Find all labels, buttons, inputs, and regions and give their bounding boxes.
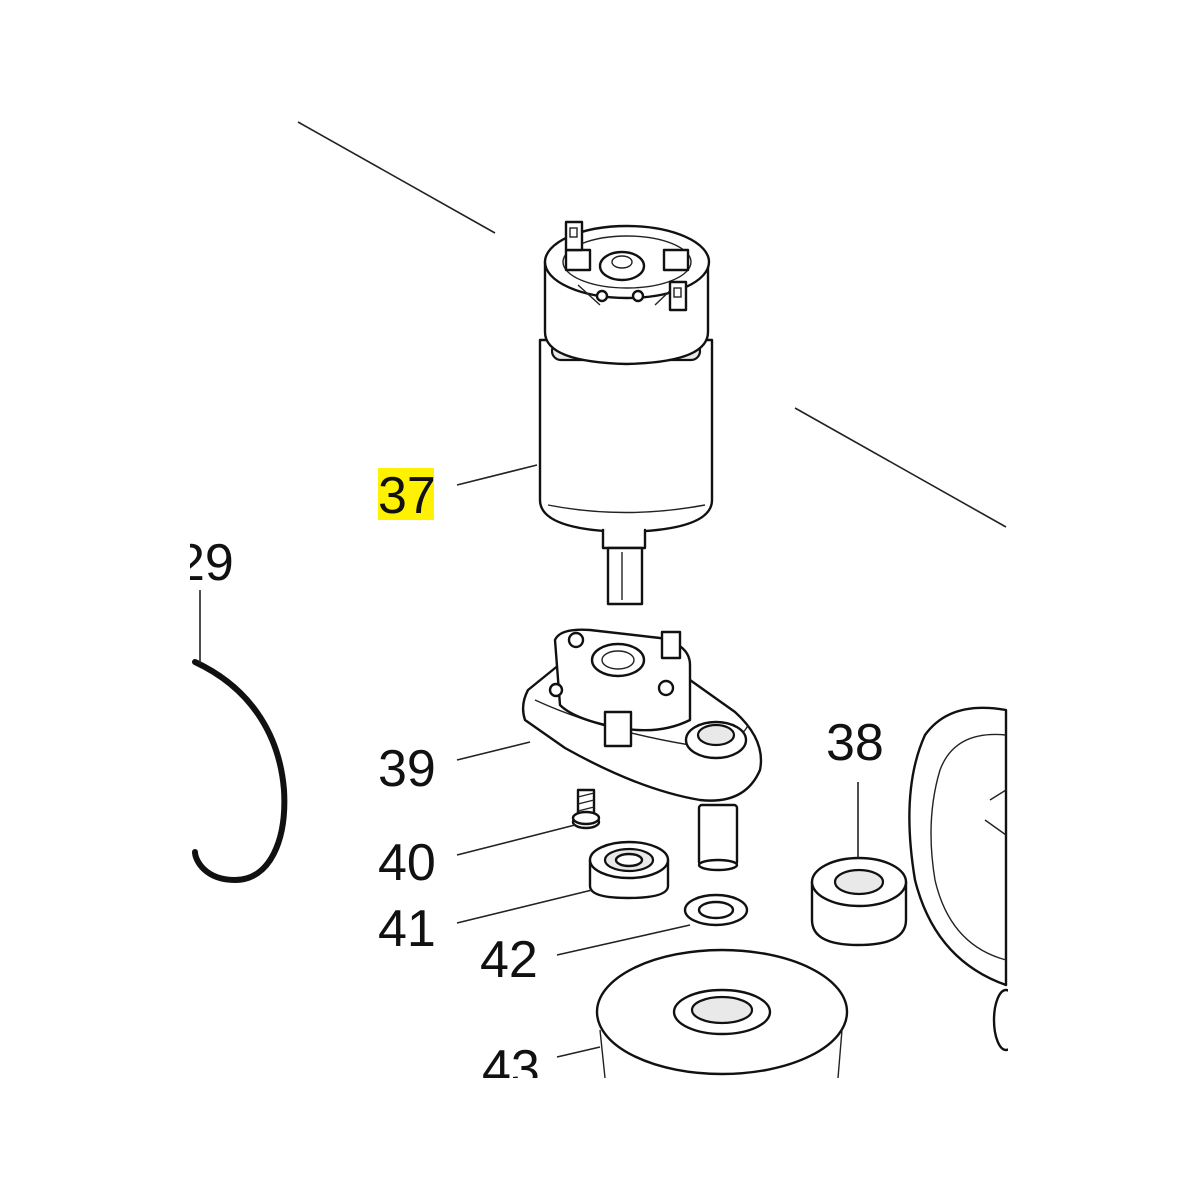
bushing-part-38 (810, 856, 908, 947)
callout-label-40: 40 (378, 834, 436, 892)
screw-part-40 (571, 788, 601, 830)
leader-line-39 (456, 741, 531, 761)
axis-line-upper (297, 121, 496, 234)
callout-label-38: 38 (826, 714, 884, 772)
gear-housing-part-43 (595, 948, 850, 1078)
callout-label-41: 41 (378, 900, 436, 958)
callout-label-39: 39 (378, 740, 436, 798)
motor-part-37 (538, 220, 714, 606)
leader-line-40 (456, 824, 576, 856)
housing-partial-right (908, 706, 1008, 1052)
callout-label-43: 43 (482, 1040, 540, 1098)
bearing-part-41 (588, 840, 670, 900)
callout-label-37: 37 (378, 467, 436, 525)
washer-part-42 (683, 893, 749, 927)
callout-label-42: 42 (480, 931, 538, 989)
callout-label-29: 29 (176, 534, 234, 592)
leader-line-41 (456, 889, 593, 924)
axis-line-right (794, 407, 1007, 528)
leader-line-43 (556, 1046, 601, 1058)
bracket-part-39 (521, 628, 763, 872)
callout-highlight-37 (378, 468, 434, 520)
o-ring-part-29 (192, 659, 288, 883)
leader-line-37 (456, 464, 538, 486)
leader-line-42 (556, 924, 691, 956)
